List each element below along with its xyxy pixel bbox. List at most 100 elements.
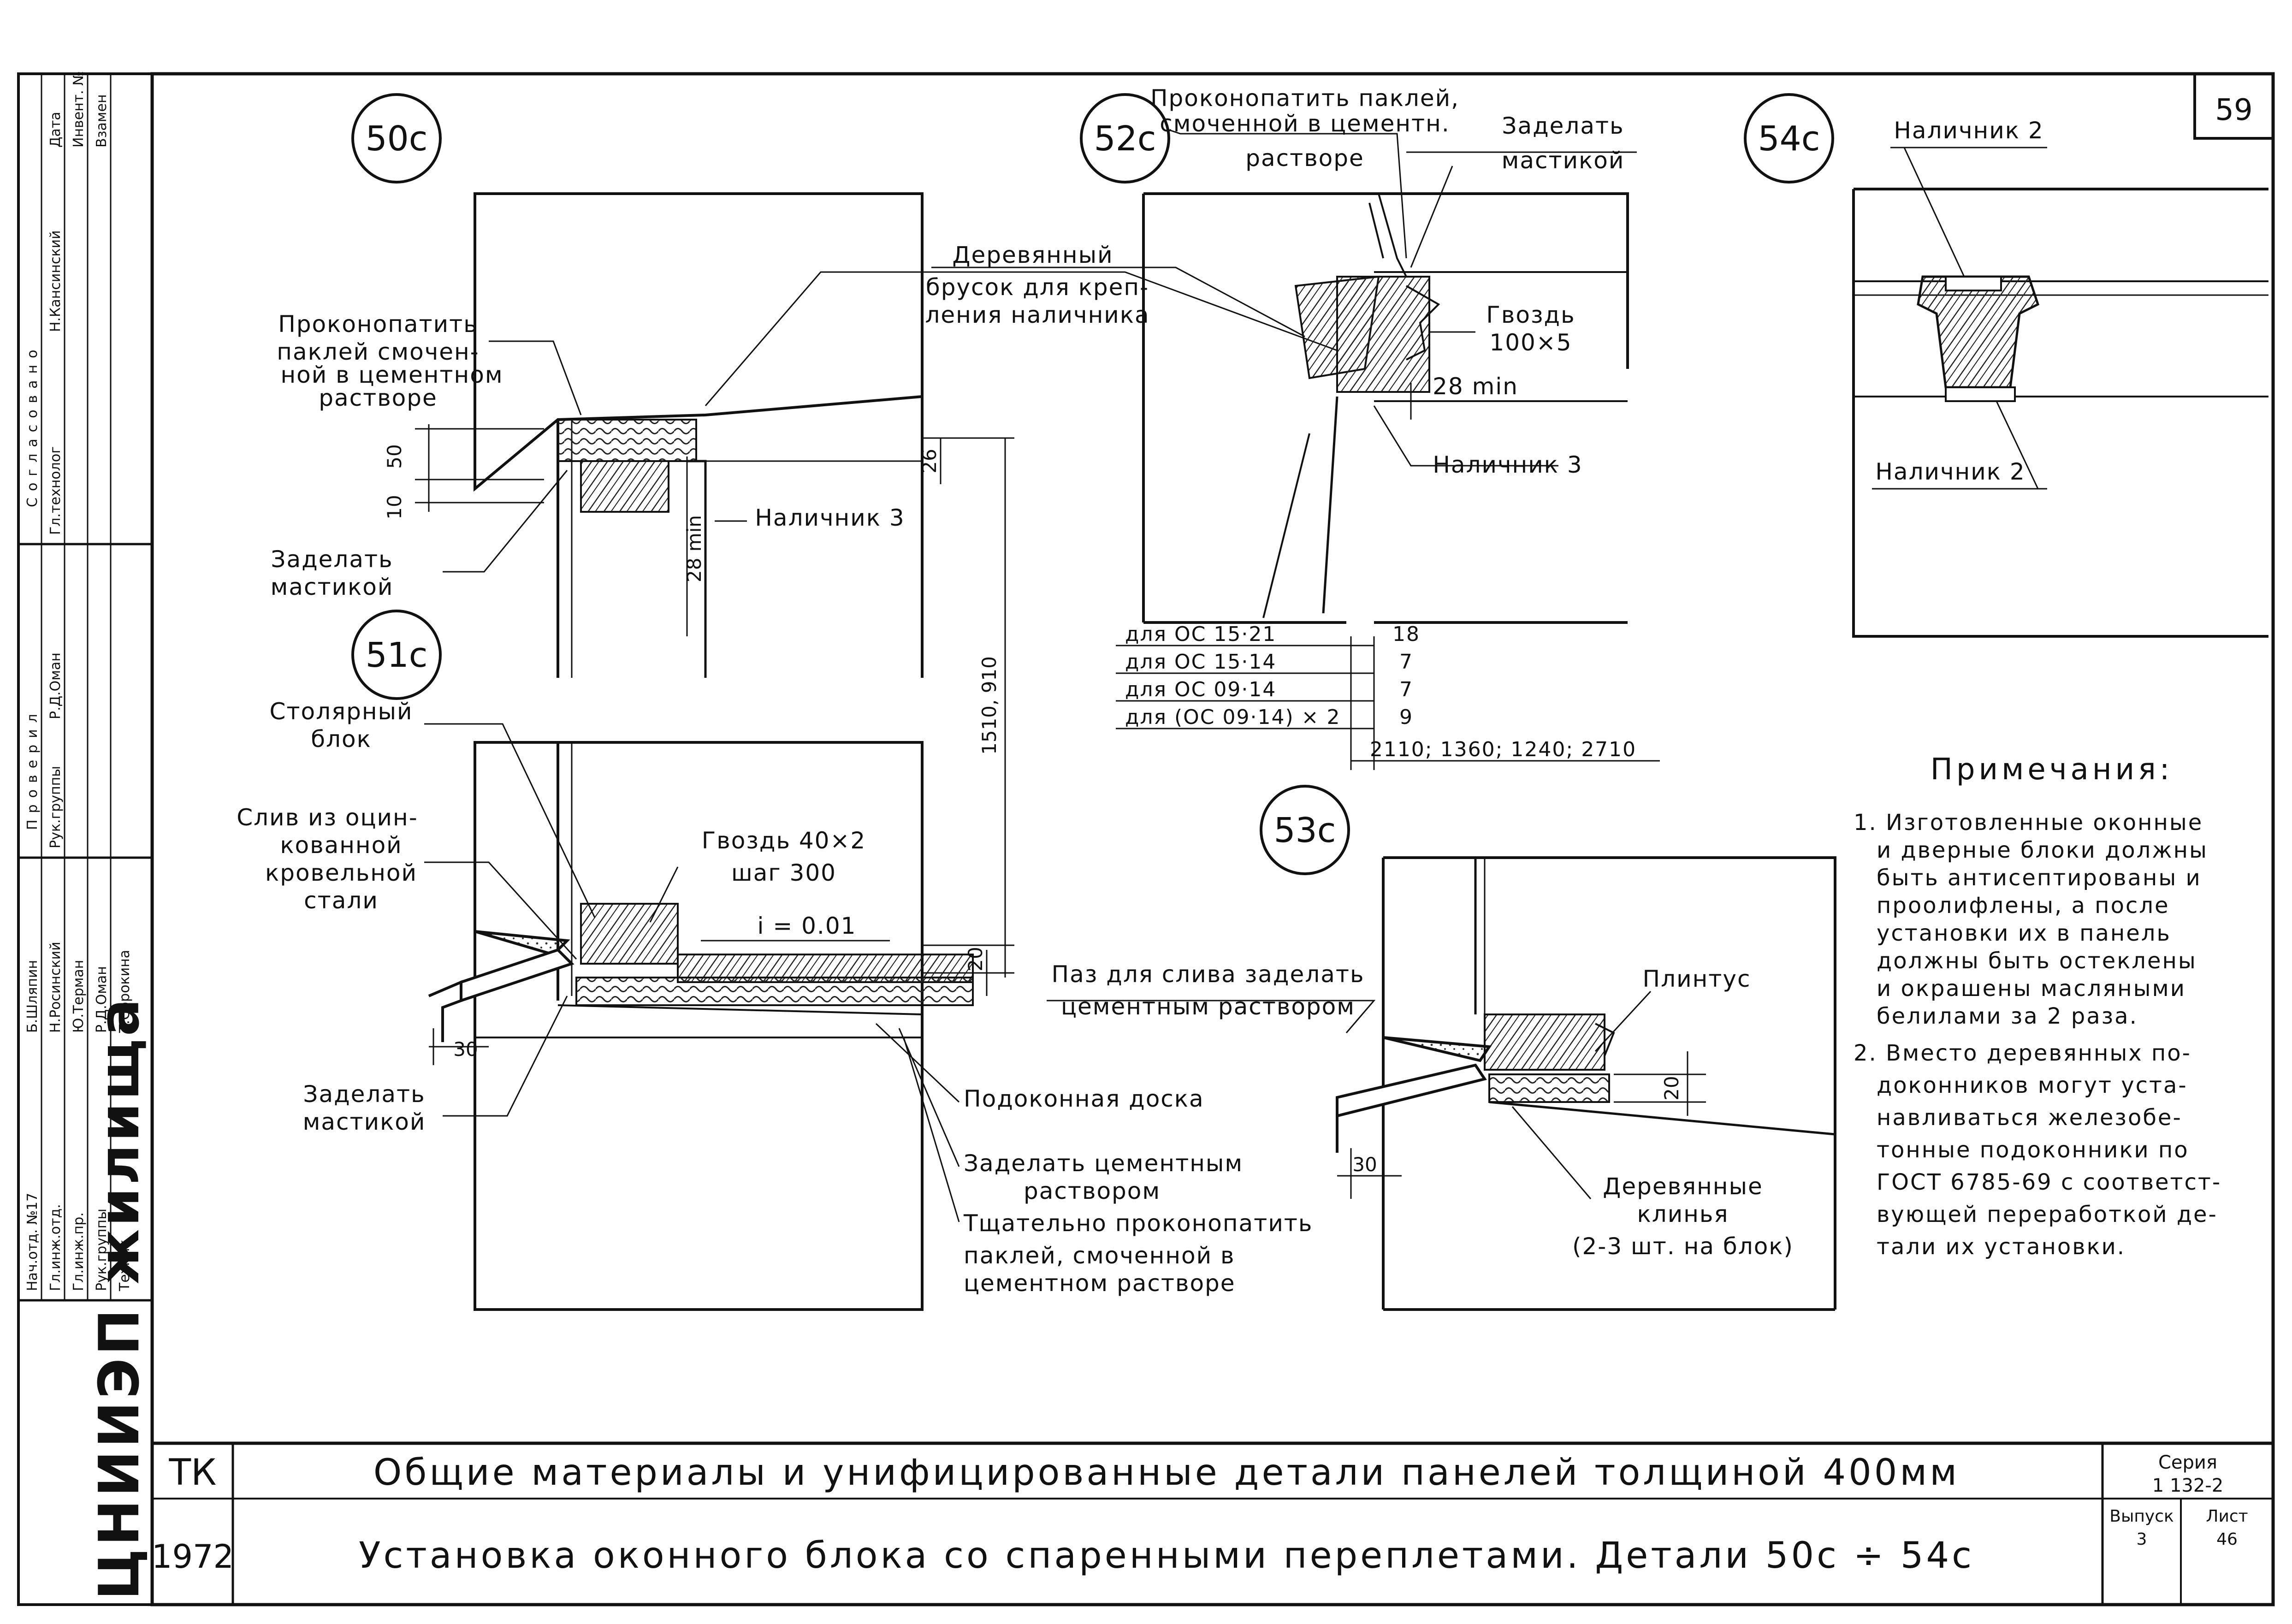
d50c-mastic-2: мастикой xyxy=(271,574,394,600)
d52c-row-4-label: для (ОС 09·14) × 2 xyxy=(1125,705,1340,729)
d51c-dim-30: 30 xyxy=(453,1038,478,1061)
d51c-sill: Подоконная доска xyxy=(964,1085,1204,1112)
d52c-row-4-value: 9 xyxy=(1399,705,1413,729)
d52c-caulk-1: Проконопатить паклей, xyxy=(1150,85,1459,112)
d52c-caulk-3: растворе xyxy=(1245,145,1364,172)
d53c-wedges-3: (2-3 шт. на блок) xyxy=(1572,1233,1794,1260)
d50c-dim-50: 50 xyxy=(383,444,406,468)
d52c-mastic-1: Заделать xyxy=(1502,113,1624,139)
stamp-name-2: Н.Росинский xyxy=(47,942,64,1033)
tag-52c-circle xyxy=(1080,93,1170,184)
tag-50c-circle xyxy=(351,93,442,184)
sheet-frame xyxy=(17,72,2275,1606)
tag-54c-circle xyxy=(1744,93,1834,184)
stamp-checked: Проверил xyxy=(24,707,41,830)
d50c-dim-26: 26 xyxy=(918,449,941,473)
d50c-caulk-4: растворе xyxy=(319,385,438,411)
tb-series-value: 1 132-2 xyxy=(2152,1475,2223,1496)
tag-53c: 53с xyxy=(1274,811,1336,850)
d54c-trim-top: Наличник 2 xyxy=(1894,117,2043,144)
stamp-role-3: Гл.инж.пр. xyxy=(71,1212,87,1291)
tb-sheet-label: Лист xyxy=(2206,1507,2248,1526)
note-2-line-6: вующей переработкой де- xyxy=(1877,1202,2218,1227)
d51c-drip-4: стали xyxy=(304,887,379,914)
d51c-groove-2: цементным раствором xyxy=(1061,993,1355,1020)
d51c-joinery-2: блок xyxy=(311,726,372,753)
note-2-line-1: 2. Вместо деревянных по- xyxy=(1854,1040,2191,1066)
stamp-col-replace: Взамен xyxy=(94,94,110,148)
stamp-role-2: Гл.инж.отд. xyxy=(47,1204,64,1291)
note-2-line-5: ГОСТ 6785-69 с соответст- xyxy=(1877,1169,2221,1195)
tb-issue-label: Выпуск xyxy=(2109,1507,2174,1526)
note-1-line-1: 1. Изготовленные оконные xyxy=(1854,810,2203,836)
detail-52c-labels: Проконопатить паклей, смоченной в цемент… xyxy=(925,85,1635,761)
notes: Примечания: 1. Изготовленные оконные и д… xyxy=(1854,753,2221,1260)
d51c-slope: i = 0.01 xyxy=(758,913,857,939)
sheet-number: 59 xyxy=(2215,93,2252,127)
detail-54c-labels: Наличник 2 Наличник 2 xyxy=(1875,117,2043,485)
detail-tags xyxy=(351,93,1834,875)
note-1-line-8: белилами за 2 раза. xyxy=(1877,1003,2138,1029)
tag-51c: 51с xyxy=(366,635,428,675)
stamp-col-inv: Инвент. № xyxy=(71,71,87,148)
d52c-block-3: ления наличника xyxy=(925,302,1149,328)
d51c-careful-2: паклей, смоченной в xyxy=(964,1242,1235,1269)
stamp-role-4: Рук.группы xyxy=(94,1209,110,1291)
stamp-role-5: Техник xyxy=(117,1239,133,1292)
d52c-dim-28min: 28 min xyxy=(1433,373,1518,400)
tb-year: 1972 xyxy=(152,1538,234,1576)
d50c-mastic-1: Заделать xyxy=(271,546,393,573)
d51c-mortar-2: раствором xyxy=(1024,1178,1161,1204)
detail-53c-dims xyxy=(1337,990,1706,1199)
detail-54c-leaders xyxy=(1872,147,2047,490)
d52c-trim: Наличник 3 xyxy=(1433,451,1582,478)
d51c-dim-20: 20 xyxy=(964,947,987,971)
d53c-dim-30: 30 xyxy=(1352,1153,1377,1176)
d52c-caulk-2: смоченной в цементн. xyxy=(1160,110,1450,137)
d50c-caulk-3: ной в цементном xyxy=(280,362,503,388)
stamp-checked-role-2: Р.Д.Оман xyxy=(47,652,64,719)
note-2-line-7: тали их установки. xyxy=(1877,1234,2126,1260)
stamp-name-3: Ю.Терман xyxy=(71,960,87,1033)
d53c-dim-20: 20 xyxy=(1660,1076,1683,1100)
d52c-block-2: брусок для креп- xyxy=(926,274,1149,301)
d51c-joinery-1: Столярный xyxy=(269,698,413,725)
stamp-agreed-role-1: Гл.технолог xyxy=(47,446,64,535)
detail-54c-geometry xyxy=(1852,188,2268,638)
tb-series-label: Серия xyxy=(2158,1452,2217,1473)
detail-50c-51c-dims xyxy=(415,271,1376,1222)
d51c-nail-2: шаг 300 xyxy=(731,859,836,886)
detail-50c-labels: Проконопатить паклей смочен- ной в цемен… xyxy=(271,311,941,600)
tag-52c: 52с xyxy=(1094,119,1156,159)
tb-issue-value: 3 xyxy=(2137,1530,2147,1549)
detail-53c-geometry xyxy=(1336,856,1836,1311)
d52c-nail-1: Гвоздь xyxy=(1486,302,1575,328)
d51c-drip-3: кровельной xyxy=(265,859,417,886)
d52c-row-3-label: для ОС 09·14 xyxy=(1125,678,1276,701)
note-1-line-2: и дверные блоки должны xyxy=(1877,837,2208,863)
stamp-agreed: Согласовано xyxy=(24,343,41,507)
d52c-row-1-value: 18 xyxy=(1392,622,1420,646)
tag-51c-circle xyxy=(351,610,442,700)
stamp-name-1: Б.Шляпин xyxy=(24,960,41,1033)
stamp-col-date: Дата xyxy=(47,112,64,148)
note-2-line-2: доконников могут уста- xyxy=(1877,1073,2188,1098)
d51c-careful-3: цементном растворе xyxy=(964,1270,1236,1297)
d50c-dim-10: 10 xyxy=(383,495,406,519)
stamp-name-5: Т.Сорокина xyxy=(117,950,133,1033)
tb-title-1: Общие материалы и унифицированные детали… xyxy=(373,1452,1960,1494)
d51c-drip-1: Слив из оцин- xyxy=(237,804,418,831)
note-1-line-3: быть антисептированы и xyxy=(1877,865,2202,891)
d51c-mortar-1: Заделать цементным xyxy=(964,1150,1243,1177)
note-1-line-6: должны быть остеклены xyxy=(1877,948,2197,974)
d51c-groove-1: Паз для слива заделать xyxy=(1052,961,1365,988)
stamp-checked-role-1: Рук.группы xyxy=(47,766,64,848)
d50c-dim-28min: 28 min xyxy=(683,515,705,582)
d51c-mastic-2: мастикой xyxy=(303,1108,426,1135)
note-1-line-7: и окрашены масляными xyxy=(1877,976,2186,1002)
tb-code: ТК xyxy=(168,1452,216,1494)
d52c-mastic-2: мастикой xyxy=(1502,147,1625,174)
tag-50c: 50с xyxy=(366,119,428,159)
d50c-caulk-1: Проконопатить xyxy=(278,311,478,338)
